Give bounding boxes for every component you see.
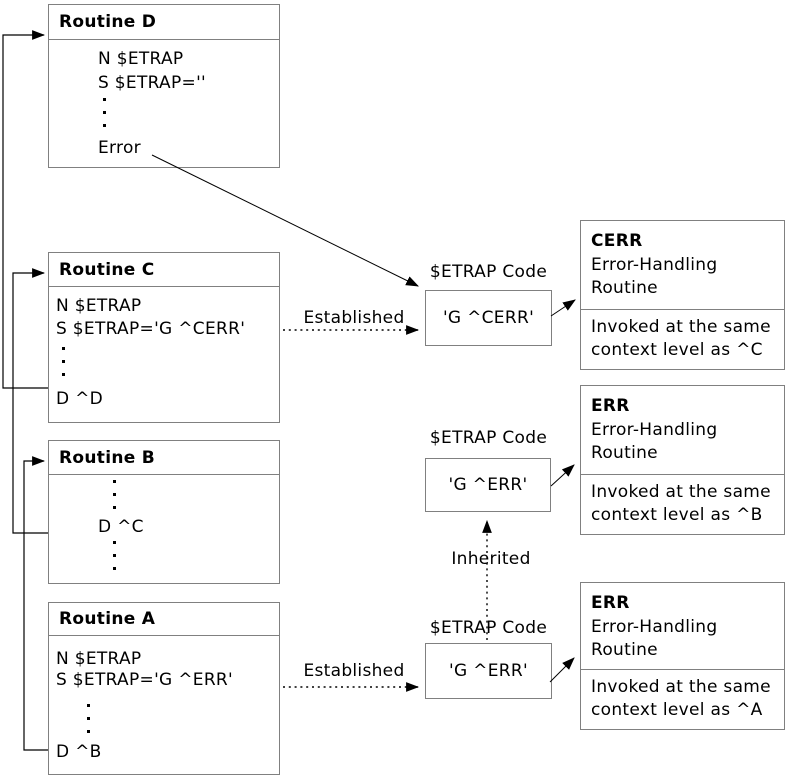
divider [581, 669, 784, 670]
handler-note-1: Invoked at the same [591, 482, 771, 502]
handler-box-err-a: ERR Error-Handling Routine Invoked at th… [580, 582, 785, 730]
routine-c-line-1: N $ETRAP [56, 296, 142, 316]
etrap-code-box-cerr: 'G ^CERR' [425, 290, 552, 346]
routine-a-title: Routine A [59, 609, 156, 629]
inherited-label: Inherited [442, 549, 540, 569]
handler-note-1: Invoked at the same [591, 677, 771, 697]
etrap-code-box-err-a: 'G ^ERR' [425, 643, 552, 699]
arrow-code-to-err-a-handler [549, 657, 575, 683]
routine-d-header: Routine D [49, 5, 279, 40]
vertical-ellipsis-icon [113, 480, 116, 509]
routine-d-line-1: N $ETRAP [98, 49, 184, 69]
routine-c-line-2: S $ETRAP='G ^CERR' [56, 319, 246, 339]
handler-subtitle-1: Error-Handling [591, 617, 718, 637]
etrap-code-label-err-b: $ETRAP Code [429, 428, 548, 448]
routine-b-title: Routine B [59, 447, 156, 468]
routine-c-header: Routine C [49, 253, 279, 287]
routine-d-line-error: Error [98, 138, 141, 158]
routine-b-header: Routine B [49, 441, 279, 475]
handler-subtitle-2: Routine [591, 443, 658, 463]
routine-a-box: Routine A N $ETRAP S $ETRAP='G ^ERR' D ^… [48, 602, 280, 775]
handler-note-2: context level as ^C [591, 340, 763, 360]
handler-note-2: context level as ^B [591, 505, 763, 525]
routine-d-box: Routine D N $ETRAP S $ETRAP='' Error [48, 4, 280, 168]
routine-b-line-1: D ^C [98, 517, 144, 537]
routine-a-line-2: S $ETRAP='G ^ERR' [56, 670, 234, 690]
handler-box-cerr: CERR Error-Handling Routine Invoked at t… [580, 220, 785, 370]
routine-a-header: Routine A [49, 603, 279, 636]
handler-name: ERR [591, 593, 630, 613]
vertical-ellipsis-icon [103, 98, 106, 127]
routine-d-title: Routine D [59, 12, 157, 32]
handler-note-2: context level as ^A [591, 700, 763, 720]
vertical-ellipsis-icon [87, 704, 90, 733]
handler-name: CERR [591, 231, 643, 251]
arrow-call-routine-c [12, 268, 48, 534]
divider [581, 474, 784, 475]
handler-subtitle-2: Routine [591, 278, 658, 298]
routine-b-box: Routine B D ^C [48, 440, 280, 584]
etrap-code-value: 'G ^ERR' [448, 475, 528, 495]
routine-d-line-2: S $ETRAP='' [98, 73, 207, 93]
routine-c-line-3: D ^D [56, 389, 104, 409]
arrow-call-routine-b [23, 456, 48, 751]
etrap-code-value: 'G ^ERR' [449, 661, 528, 681]
handler-box-err-b: ERR Error-Handling Routine Invoked at th… [580, 385, 785, 535]
divider [581, 309, 784, 310]
etrap-code-label-cerr: $ETRAP Code [429, 262, 548, 282]
etrap-code-label-err-a: $ETRAP Code [429, 618, 548, 638]
routine-c-title: Routine C [59, 259, 155, 280]
etrap-code-box-err-b: 'G ^ERR' [425, 458, 551, 512]
routine-c-box: Routine C N $ETRAP S $ETRAP='G ^CERR' D … [48, 252, 280, 423]
established-label-c: Established [303, 308, 405, 328]
handler-name: ERR [591, 396, 630, 416]
established-label-a: Established [303, 661, 405, 681]
etrap-code-value: 'G ^CERR' [442, 308, 535, 328]
handler-subtitle-1: Error-Handling [591, 420, 718, 440]
vertical-ellipsis-icon [113, 541, 116, 570]
arrow-call-routine-d [2, 30, 48, 389]
arrow-code-to-err-b-handler [550, 464, 575, 487]
handler-subtitle-1: Error-Handling [591, 255, 718, 275]
handler-note-1: Invoked at the same [591, 317, 771, 337]
vertical-ellipsis-icon [62, 347, 65, 376]
handler-subtitle-2: Routine [591, 640, 658, 660]
arrow-code-to-cerr-handler [550, 299, 576, 317]
routine-a-line-1: N $ETRAP [56, 649, 142, 669]
routine-a-line-3: D ^B [56, 742, 102, 762]
